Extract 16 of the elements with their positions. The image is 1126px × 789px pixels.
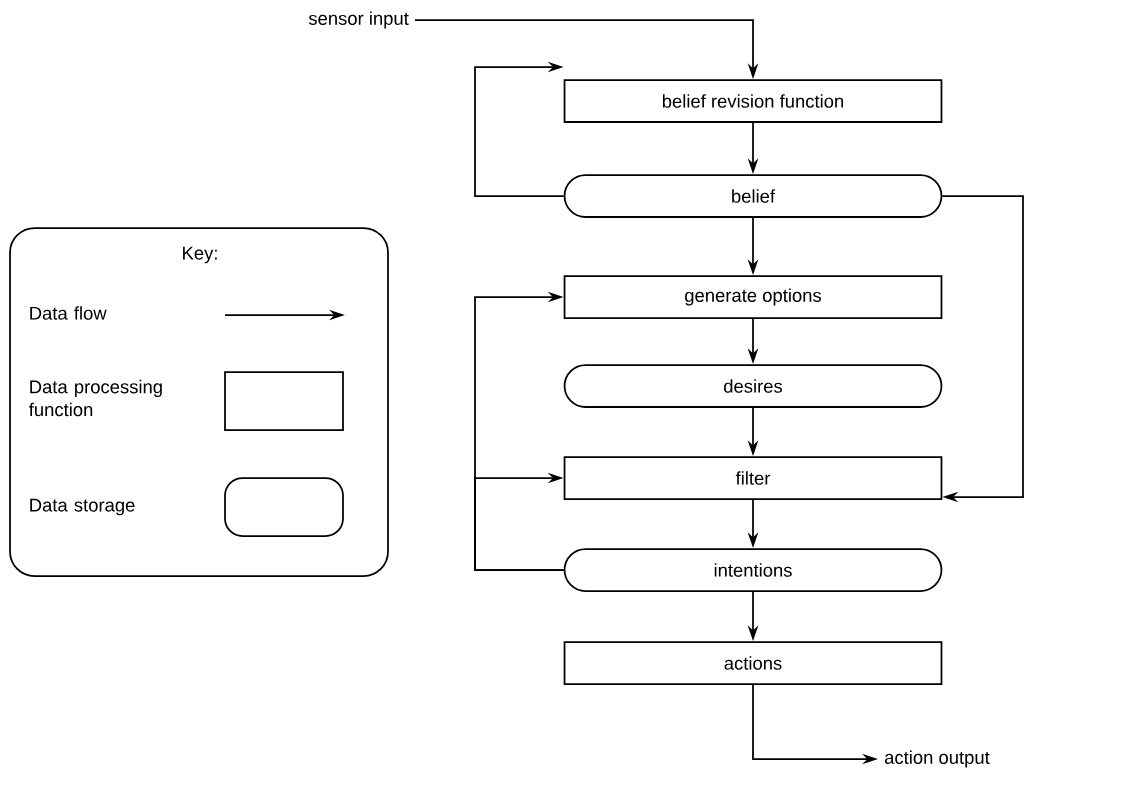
legend-text: Data processing function [29,379,162,417]
legend-text: Data storage [30,498,135,516]
legend-title: Key: [183,246,217,264]
arrow [474,61,565,197]
arrow [474,472,565,571]
storage-box: belief [563,174,943,218]
storage-box: intentions [563,548,943,592]
process-box: filter [563,456,943,500]
legend-text: Data flow [30,306,107,320]
arrow [941,195,1024,503]
process-box: actions [563,641,943,685]
storage-box: desires [563,364,943,408]
flow-label: action output [884,750,990,768]
process-box: belief revision function [563,79,943,123]
flow-label: sensor input [308,11,409,29]
process-box: generate options [563,275,943,319]
